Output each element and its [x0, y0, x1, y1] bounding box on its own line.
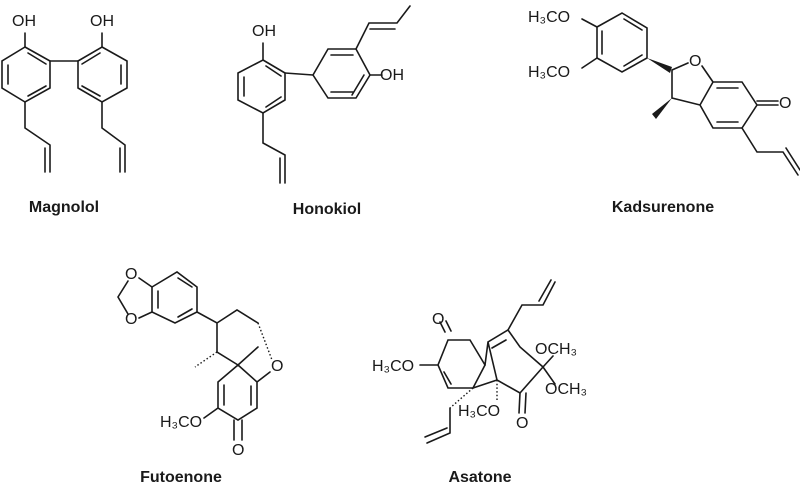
oxygen-label: O: [689, 53, 701, 70]
hydroxyl-label: OH: [12, 13, 36, 30]
compound-name: Asatone: [448, 469, 511, 486]
structure-magnolol: OH OH Magnolol: [1, 13, 128, 216]
compound-name: Magnolol: [29, 199, 99, 216]
hydroxyl-label: OH: [252, 23, 276, 40]
methoxy-label: OCH₃: [535, 341, 577, 358]
methoxy-label: OCH₃: [545, 381, 587, 398]
oxygen-label: O: [232, 442, 244, 459]
structure-futoenone: O O O H₃CO O Futoenone: [117, 266, 283, 486]
compound-name: Honokiol: [293, 201, 361, 218]
compound-name: Kadsurenone: [612, 199, 714, 216]
structure-asatone: O H₃CO H₃CO OCH₃ OCH₃ O Asatone: [372, 279, 587, 486]
oxygen-label: O: [125, 311, 137, 328]
methoxy-label: H₃CO: [160, 414, 202, 431]
methoxy-label: H₃CO: [458, 403, 500, 420]
hydroxyl-label: OH: [90, 13, 114, 30]
oxygen-label: O: [516, 415, 528, 432]
oxygen-label: O: [125, 266, 137, 283]
methoxy-label: H₃CO: [528, 9, 570, 26]
compound-name: Futoenone: [140, 469, 222, 486]
hydroxyl-label: OH: [380, 67, 404, 84]
oxygen-label: O: [432, 311, 444, 328]
structure-honokiol: OH OH Honokiol: [237, 5, 411, 218]
methoxy-label: H₃CO: [528, 64, 570, 81]
oxygen-label: O: [271, 358, 283, 375]
oxygen-label: O: [779, 95, 791, 112]
structure-kadsurenone: H₃CO H₃CO O O Kadsurenone: [528, 9, 800, 216]
methoxy-label: H₃CO: [372, 358, 414, 375]
